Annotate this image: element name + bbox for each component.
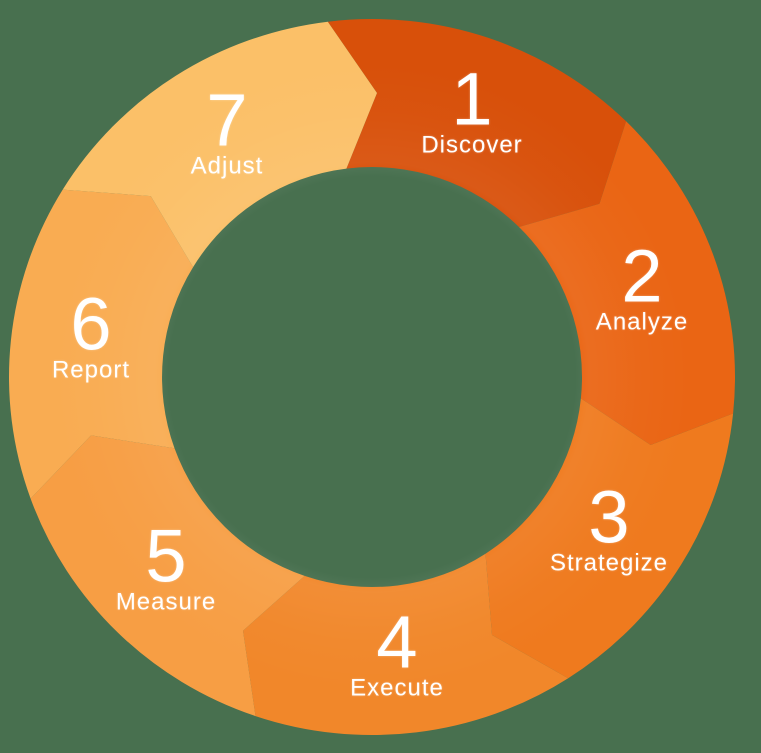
inner-highlight-overlay — [9, 19, 735, 735]
